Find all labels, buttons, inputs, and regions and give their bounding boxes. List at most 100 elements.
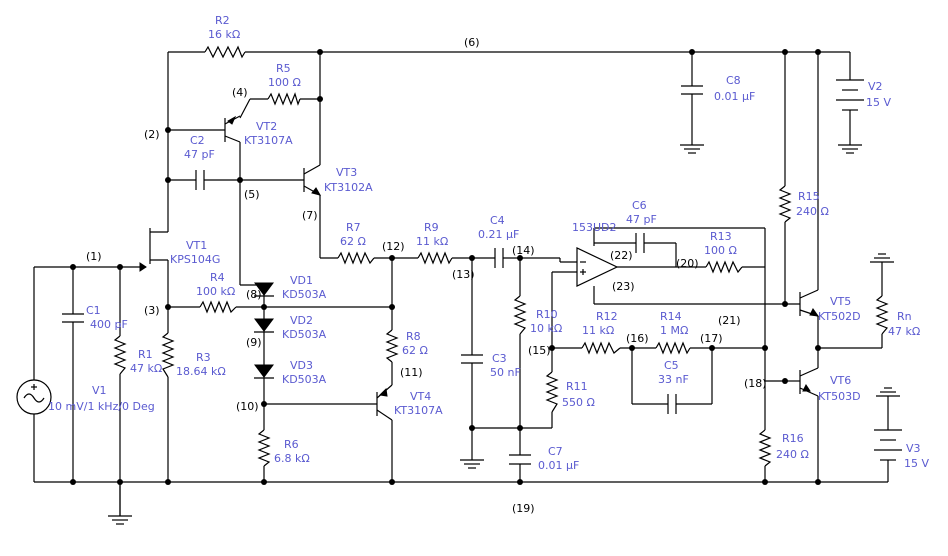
node-label-19: (19) [512,502,535,515]
label-r14-name: R14 [660,310,682,323]
node-label-15: (15) [528,344,551,357]
resistor-rn [875,295,889,335]
node-label-14: (14) [512,244,535,257]
label-r15-name: R15 [798,190,820,203]
capacitor-c6 [635,233,645,253]
node-label-6: (6) [464,36,480,49]
label-r1-name: R1 [138,348,153,361]
label-v1-value: 10 mV/1 kHz/0 Deg [48,400,155,413]
node-label-5: (5) [244,188,260,201]
junctions [70,49,821,485]
label-r7-name: R7 [346,221,361,234]
transistors [139,115,820,421]
label-c7-name: C7 [548,445,563,458]
label-r3-value: 18.64 kΩ [176,365,226,378]
node-label-13: (13) [452,268,475,281]
component-labels: R2 16 kΩ R5 100 Ω VT2 KT3107A C2 47 pF V… [48,14,929,472]
label-r7-value: 62 Ω [340,235,366,248]
label-r13-name: R13 [710,230,732,243]
resistor-r14 [655,341,691,355]
label-c3-name: C3 [492,352,507,365]
label-c4-name: C4 [490,214,505,227]
diode-vd2 [254,318,274,333]
capacitor-c5 [667,394,677,414]
label-vt1-name: VT1 [186,239,207,252]
label-v1-name: V1 [92,384,107,397]
node-label-21: (21) [718,314,741,327]
label-c2-value: 47 pF [184,148,215,161]
label-r5-value: 100 Ω [268,76,301,89]
transistor-vt4 [376,384,393,421]
resistor-r4 [199,300,237,314]
label-vt5-name: VT5 [830,295,851,308]
label-rn-value: 47 kΩ [888,325,920,338]
label-r3-name: R3 [196,351,211,364]
resistor-r9 [417,251,453,265]
node-label-20: (20) [676,257,699,270]
label-vd1-value: KD503A [282,288,327,301]
label-vt3-value: KT3102A [324,181,373,194]
op-amp-153ud2 [576,247,619,287]
label-c6-value: 47 pF [626,213,657,226]
resistor-r3 [161,332,175,378]
label-c7-value: 0.01 µF [538,459,579,472]
transistor-vt5 [799,289,820,317]
label-r2-name: R2 [215,14,230,27]
transistor-vt6 [799,367,819,397]
node-label-12: (12) [382,240,405,253]
label-r15-value: 240 Ω [796,205,829,218]
node-label-4: (4) [232,86,248,99]
label-vt6-value: KT503D [818,390,861,403]
dc-source-v3 [874,420,902,470]
resistor-r8 [385,329,399,363]
label-v3-name: V3 [906,442,921,455]
label-c8-name: C8 [726,74,741,87]
node-label-3: (3) [144,304,160,317]
label-r12-name: R12 [596,310,618,323]
label-c1-value: 400 pF [90,318,128,331]
label-c3-value: 50 nF [490,366,521,379]
ground-symbol-1 [107,515,133,525]
label-vd2-value: KD503A [282,328,327,341]
label-v2-value: 15 V [866,96,891,109]
node-label-7: (7) [302,209,318,222]
label-vt6-name: VT6 [830,374,851,387]
node-label-18: (18) [744,377,767,390]
capacitor-c7 [509,454,531,465]
resistor-r2 [204,45,246,59]
capacitors [62,85,703,465]
label-r6-name: R6 [284,438,299,451]
label-vt1-value: KPS104G [170,253,220,266]
resistor-r5 [267,92,301,106]
label-vt3-name: VT3 [336,166,357,179]
resistor-r7 [337,251,375,265]
label-r16-value: 240 Ω [776,448,809,461]
ground-symbol-3 [679,144,705,154]
node-label-1: (1) [86,250,102,263]
resistor-r6 [257,429,271,467]
resistors [113,45,889,467]
label-r1-value: 47 kΩ [130,362,162,375]
label-r13-value: 100 Ω [704,244,737,257]
node-label-8: (8) [246,288,262,301]
dc-source-v2 [836,79,864,118]
label-vt2-name: VT2 [256,120,277,133]
resistor-r10 [513,295,527,335]
label-r16-name: R16 [782,432,804,445]
label-c2-name: C2 [190,134,205,147]
label-r10-value: 10 kΩ [530,322,562,335]
resistor-r12 [581,341,621,355]
capacitor-c1 [62,313,84,323]
label-c5-name: C5 [664,359,679,372]
label-r6-value: 6.8 kΩ [274,452,310,465]
label-c8-value: 0.01 µF [714,90,755,103]
node-label-23: (23) [612,280,635,293]
ground-symbols [107,144,901,525]
label-r5-name: R5 [276,62,291,75]
node-label-22: (22) [610,249,633,262]
ground-symbol-5 [869,253,895,263]
label-r14-value: 1 MΩ [660,324,688,337]
label-v3-value: 15 V [904,457,929,470]
transistor-vt2 [224,115,241,143]
